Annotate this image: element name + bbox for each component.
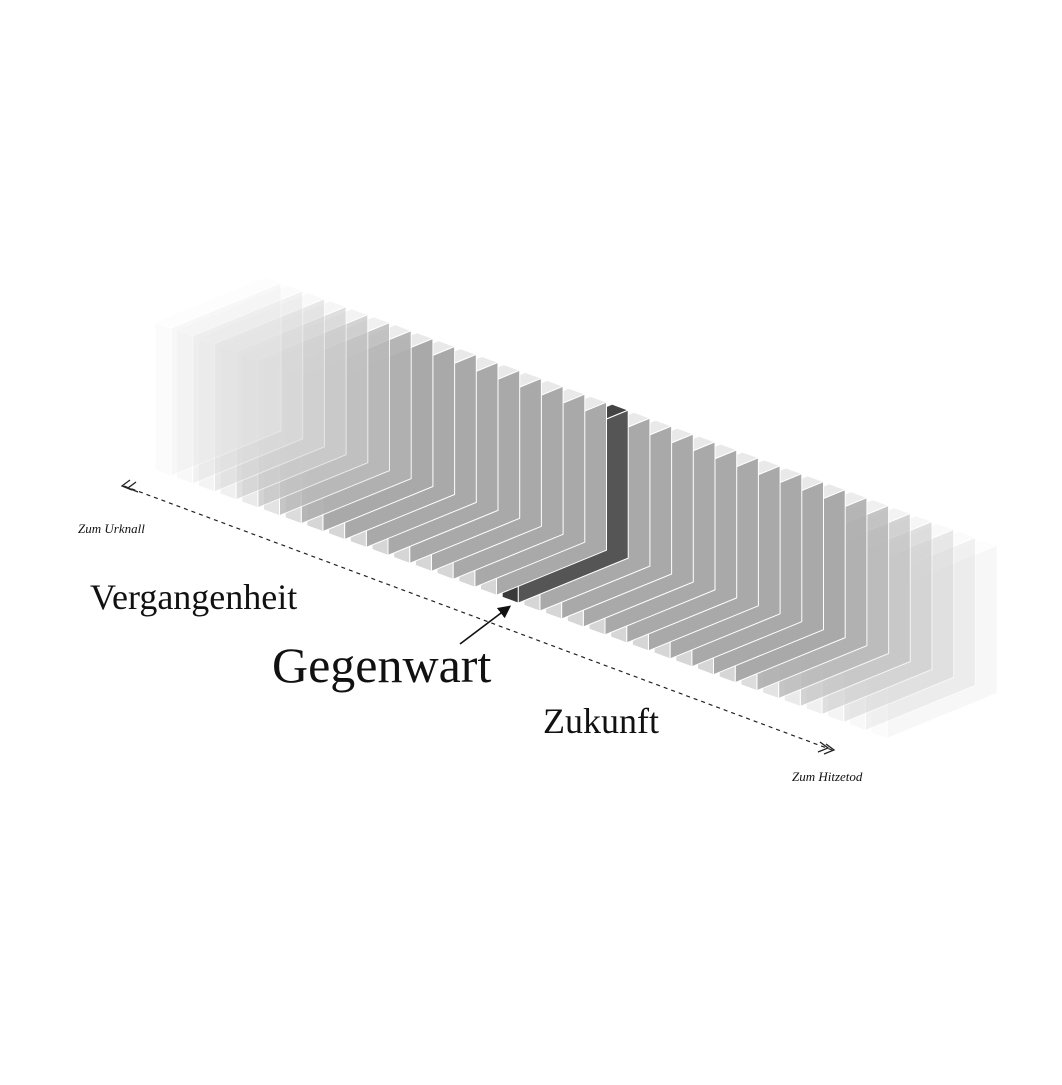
time-slice [176, 284, 304, 485]
slice-front-face [197, 337, 215, 493]
timeline-axis [120, 479, 836, 755]
timeline-dashed-line [123, 485, 833, 751]
slice-top-face [154, 276, 282, 329]
time-slices [154, 276, 998, 739]
slice-front-face [154, 321, 172, 477]
future-label: Zukunft [543, 701, 659, 741]
heat-death-label: Zum Hitzetod [792, 769, 863, 784]
slice-front-face [176, 329, 194, 485]
double-chevron-right-icon [817, 741, 836, 755]
present-pointer-arrow [459, 605, 512, 645]
time-slice [197, 292, 325, 493]
double-chevron-left-icon [120, 479, 139, 493]
slice-top-face [176, 284, 304, 337]
slice-side-face [192, 290, 304, 485]
present-label: Gegenwart [272, 637, 492, 693]
time-slice [154, 276, 282, 477]
slice-side-face [170, 282, 282, 477]
big-bang-label: Zum Urknall [78, 521, 145, 536]
past-label: Vergangenheit [90, 577, 298, 617]
